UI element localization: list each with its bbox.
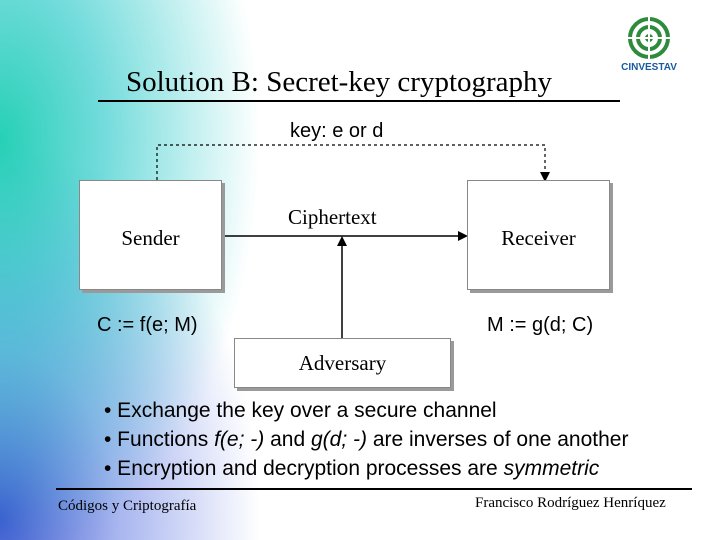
key-label: key: e or d xyxy=(290,120,384,142)
key-channel-line xyxy=(156,144,550,182)
footer-course: Códigos y Criptografía xyxy=(58,498,197,514)
sender-label: Sender xyxy=(121,226,180,250)
cinvestav-logo: CINVESTAV xyxy=(614,14,684,78)
bullet-item: • Exchange the key over a secure channel xyxy=(104,396,628,425)
bullet-item: • Encryption and decryption processes ar… xyxy=(104,454,628,483)
receiver-label: Receiver xyxy=(501,226,576,250)
bullet-text: • Encryption and decryption processes ar… xyxy=(104,457,504,480)
decryption-formula: M := g(d; C) xyxy=(487,314,594,336)
bullet-text: • Functions xyxy=(104,428,215,451)
receiver-box: Receiver xyxy=(467,180,610,290)
logo-emblem-icon xyxy=(628,17,670,59)
title-divider xyxy=(98,100,620,102)
bullet-item: • Functions f(e; -) and g(d; -) are inve… xyxy=(104,425,628,454)
function-f: f(e; -) xyxy=(214,428,265,451)
bullet-text: • Exchange the key over a secure channel xyxy=(104,399,497,422)
adversary-label: Adversary xyxy=(298,351,387,375)
footer-author: Francisco Rodríguez Henríquez xyxy=(475,495,666,511)
footer-divider xyxy=(56,488,692,490)
function-g: g(d; -) xyxy=(310,428,367,451)
sender-box: Sender xyxy=(79,180,222,290)
bullet-text: are inverses of one another xyxy=(366,428,629,451)
logo-text: CINVESTAV xyxy=(621,62,677,73)
bullet-text: and xyxy=(264,428,311,451)
adversary-box: Adversary xyxy=(234,338,451,388)
ciphertext-label: Ciphertext xyxy=(288,205,377,229)
emphasis-symmetric: symmetric xyxy=(503,457,600,480)
encryption-formula: C := f(e; M) xyxy=(97,314,198,336)
bullet-list: • Exchange the key over a secure channel… xyxy=(104,396,628,483)
slide-title: Solution B: Secret-key cryptography xyxy=(126,66,553,98)
